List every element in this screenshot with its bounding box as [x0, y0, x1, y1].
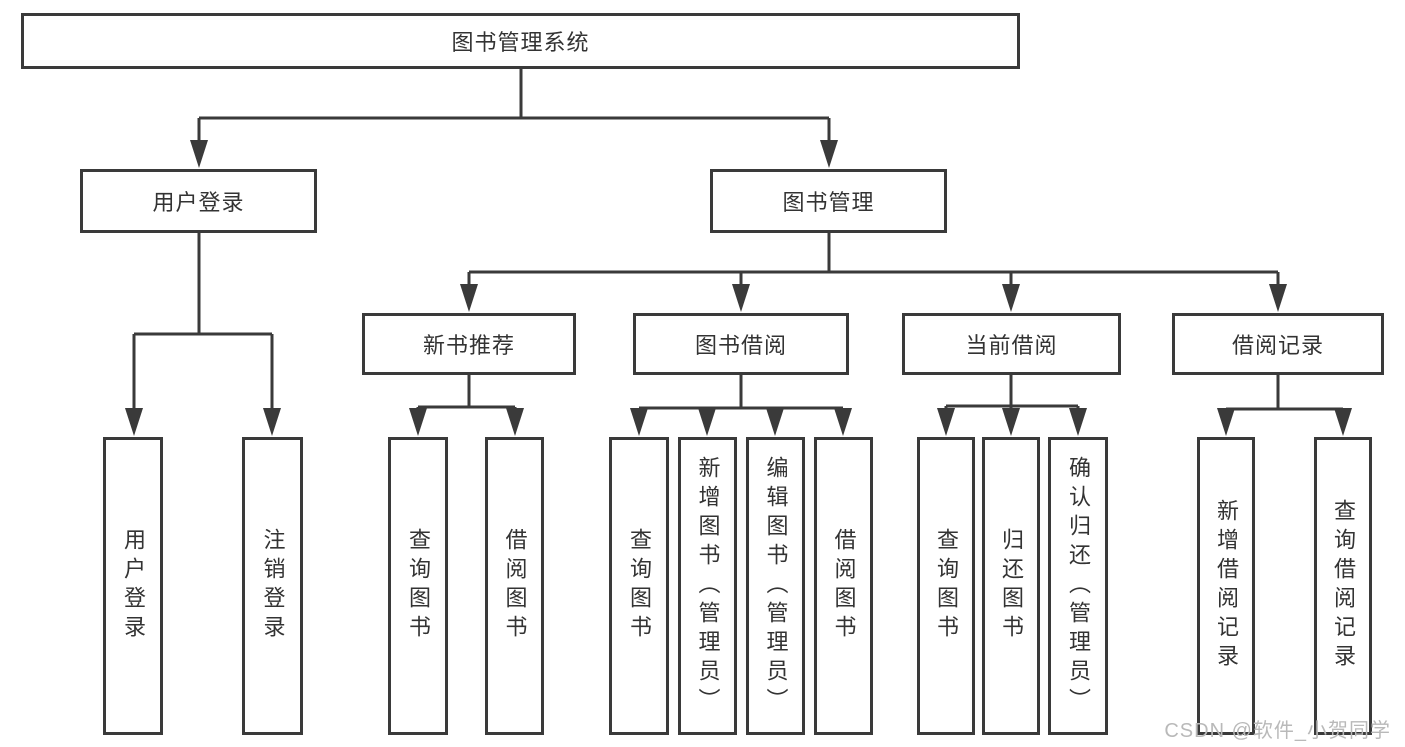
node-label: 图书借阅 — [694, 333, 787, 358]
leaf-query-books-current: 查询图书 — [917, 437, 975, 735]
csdn-watermark: CSDN @软件_小贺同学 — [1164, 720, 1391, 742]
node-label: 借阅记录 — [1231, 333, 1324, 358]
leaf-add-books-admin: 新增图书（管理员） — [678, 437, 737, 735]
node-label: 新增借阅记录 — [1214, 499, 1239, 673]
node-new-book-recommendation: 新书推荐 — [362, 313, 576, 375]
node-book-borrowing: 图书借阅 — [633, 313, 849, 375]
node-current-borrowing: 当前借阅 — [902, 313, 1121, 375]
node-label: 查询图书 — [627, 528, 652, 644]
node-label: 图书管理系统 — [451, 30, 590, 55]
node-label: 归还图书 — [999, 528, 1024, 644]
leaf-query-borrow-record: 查询借阅记录 — [1314, 437, 1372, 735]
leaf-user-login: 用户登录 — [103, 437, 163, 735]
node-label: 查询图书 — [934, 528, 959, 644]
node-label: 借阅图书 — [831, 528, 857, 644]
arrowheads — [125, 140, 1352, 436]
node-label: 用户登录 — [121, 528, 146, 644]
node-label: 确认归还（管理员） — [1066, 455, 1091, 717]
node-label: 注销登录 — [260, 528, 286, 644]
node-label: 借阅图书 — [502, 528, 528, 644]
node-borrowing-records: 借阅记录 — [1172, 313, 1384, 375]
node-user-login: 用户登录 — [80, 169, 317, 233]
leaf-edit-books-admin: 编辑图书（管理员） — [746, 437, 805, 735]
node-library-management-system: 图书管理系统 — [21, 13, 1020, 69]
node-label: 图书管理 — [782, 190, 875, 215]
leaf-return-books: 归还图书 — [982, 437, 1040, 735]
leaf-confirm-return-admin: 确认归还（管理员） — [1048, 437, 1108, 735]
node-label: 新书推荐 — [422, 333, 515, 358]
node-label: 当前借阅 — [965, 333, 1058, 358]
leaf-query-books-recommend: 查询图书 — [388, 437, 448, 735]
node-label: 新增图书（管理员） — [695, 455, 721, 717]
node-label: 编辑图书（管理员） — [763, 455, 789, 717]
node-label: 用户登录 — [152, 190, 245, 215]
node-book-management: 图书管理 — [710, 169, 947, 233]
leaf-query-books-borrowing: 查询图书 — [609, 437, 669, 735]
leaf-borrow-books-borrowing: 借阅图书 — [814, 437, 873, 735]
leaf-logout-login: 注销登录 — [242, 437, 303, 735]
leaf-add-borrow-record: 新增借阅记录 — [1197, 437, 1255, 735]
node-label: 查询图书 — [406, 528, 431, 644]
node-label: 查询借阅记录 — [1331, 499, 1356, 673]
leaf-borrow-books-recommend: 借阅图书 — [485, 437, 544, 735]
